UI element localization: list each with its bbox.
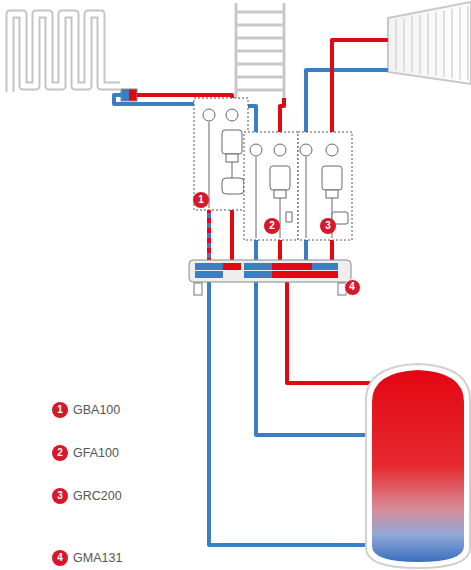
- module-2: [256, 157, 257, 238]
- manifold: [312, 263, 338, 270]
- floor-distributor: [121, 89, 137, 101]
- pipes: [332, 40, 388, 134]
- module-1: [203, 109, 215, 121]
- manifold: [272, 271, 312, 278]
- callout-number: 2: [264, 218, 280, 234]
- part-name: GFA100: [73, 446, 119, 460]
- module-3: [322, 166, 342, 190]
- storage-tank: [366, 364, 470, 568]
- manifold: [244, 263, 272, 270]
- ladder-rung: [236, 11, 284, 14]
- module-3: [298, 132, 352, 240]
- manifold: [195, 263, 223, 270]
- callout-number: 1: [52, 402, 68, 418]
- module-3: [326, 144, 338, 156]
- pipes: [306, 70, 388, 134]
- module-2: [244, 132, 298, 240]
- pipes: [209, 280, 372, 545]
- pipes: [254, 238, 258, 262]
- module-3: [300, 144, 312, 156]
- module-1: [222, 130, 242, 154]
- radiator-rib: [419, 15, 421, 74]
- manifold: [189, 260, 351, 295]
- part-name: GBA100: [73, 403, 120, 417]
- panel-radiator: [388, 2, 471, 84]
- callout-number: 1: [193, 192, 209, 208]
- pipes: [278, 238, 282, 262]
- towel-radiator: [236, 3, 284, 98]
- pipes: [330, 238, 334, 262]
- callout-number: 4: [52, 550, 68, 566]
- coil-tube: [10, 14, 120, 92]
- pipes: [280, 98, 284, 134]
- floor-distributor: [129, 89, 137, 101]
- pipes: [256, 280, 372, 435]
- manifold: [312, 271, 338, 278]
- pipes: [114, 40, 388, 545]
- module-1: [222, 178, 244, 194]
- module-1: [226, 154, 238, 162]
- ladder-rung: [236, 24, 284, 27]
- panel-radiator: [396, 6, 468, 81]
- module-1: [194, 98, 248, 210]
- module-2: [274, 144, 286, 156]
- module-3: [326, 190, 338, 198]
- storage-tank: [372, 370, 464, 562]
- radiator-rib: [435, 12, 437, 76]
- manifold: [189, 260, 351, 282]
- ladder-rung: [236, 37, 284, 40]
- radiator-rib: [459, 7, 461, 79]
- manifold: [223, 263, 241, 270]
- ladder-rung: [236, 76, 284, 79]
- module-2: [270, 166, 290, 190]
- radiator-rib: [451, 9, 453, 79]
- panel-radiator: [388, 2, 471, 84]
- underfloor-coil: [10, 14, 120, 92]
- manifold: [244, 271, 272, 278]
- module-2: [280, 198, 281, 238]
- pipes: [207, 208, 211, 262]
- callout-number: 4: [344, 279, 361, 296]
- callout-number: 3: [320, 218, 336, 234]
- pipes: [304, 238, 308, 262]
- manifold: [194, 283, 202, 295]
- pipes: [287, 280, 372, 383]
- radiator-rib: [443, 10, 445, 77]
- coil-tube: [10, 14, 120, 92]
- module-1: [209, 122, 210, 208]
- pipes: [230, 208, 234, 262]
- module-3: [306, 157, 307, 238]
- manifold: [272, 263, 312, 270]
- radiator-rib: [467, 6, 469, 81]
- pipes: [207, 208, 211, 262]
- module-2: [274, 190, 286, 198]
- radiator-rib: [427, 13, 429, 74]
- callout-number: 2: [52, 445, 68, 461]
- module-3: [298, 132, 352, 240]
- floor-distributor: [121, 89, 129, 101]
- module-1: [232, 162, 233, 178]
- ladder-rung: [236, 89, 284, 92]
- radiator-rib: [395, 19, 397, 70]
- module-2: [244, 132, 298, 240]
- ladder-rung: [236, 50, 284, 53]
- ladder-rung: [236, 63, 284, 66]
- callout-number: 3: [52, 488, 68, 504]
- part-name: GMA131: [73, 551, 122, 565]
- radiator-rib: [411, 16, 413, 72]
- manifold: [195, 271, 223, 278]
- storage-tank: [366, 364, 470, 568]
- radiator-rib: [403, 18, 405, 71]
- floor-distributor: [121, 89, 137, 101]
- module-2: [286, 212, 292, 222]
- module-1: [226, 109, 238, 121]
- module-1: [194, 98, 248, 210]
- part-name: GRC200: [73, 489, 122, 503]
- module-2: [250, 144, 262, 156]
